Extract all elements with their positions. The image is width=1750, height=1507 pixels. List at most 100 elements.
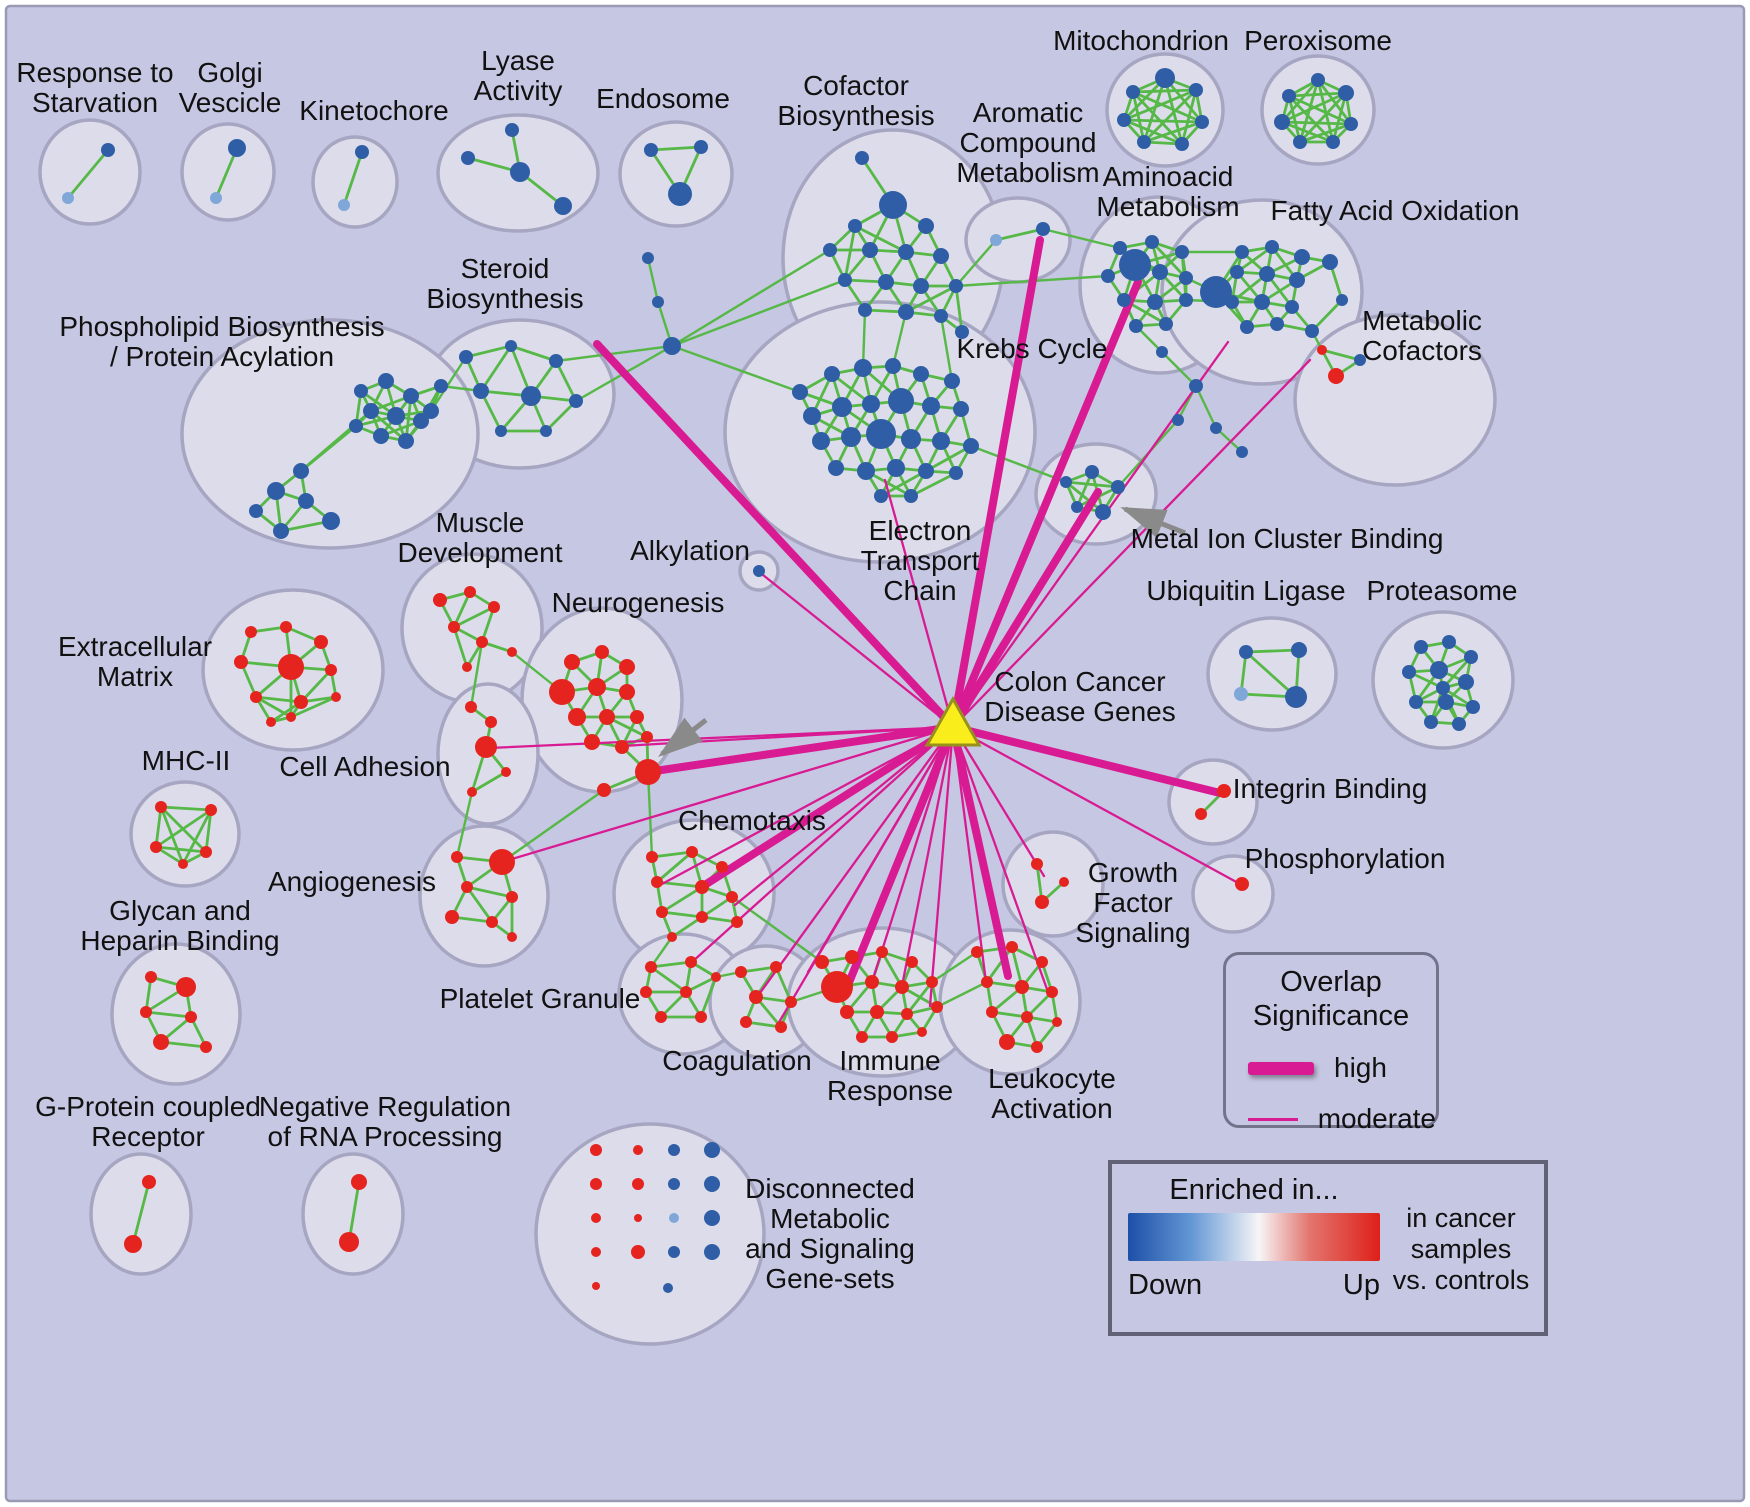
blob-proteasome	[1371, 610, 1515, 750]
cofactor-biosynthesis-node	[838, 273, 852, 287]
electron-transport-chain-node	[913, 366, 929, 382]
inter-cluster-edge	[671, 278, 846, 348]
extracellular-matrix-node	[294, 695, 308, 709]
extracellular-matrix-node	[286, 712, 296, 722]
fatty-acid-oxidation-node	[1200, 276, 1232, 308]
edge-negative-regulation-of-rna-processing	[347, 1181, 361, 1243]
overlap-link-high	[949, 488, 1102, 731]
immune-response-node	[815, 955, 829, 969]
immune-response-node	[870, 1005, 884, 1019]
overlap-link-moderate	[951, 725, 1242, 886]
disconnected-metabolic-and-signaling-gene-sets-node	[592, 1282, 600, 1290]
muscle-development-node	[507, 647, 517, 657]
edge-golgi-vescicle	[214, 147, 239, 199]
disconnected-metabolic-and-signaling-gene-sets-node	[668, 1144, 680, 1156]
peroxisome-node	[1274, 114, 1290, 130]
coagulation-node	[740, 1016, 752, 1028]
angiogenesis-node	[489, 849, 515, 875]
proteasome-node	[1452, 717, 1466, 731]
kinetochore-node	[355, 145, 369, 159]
connector-node	[1189, 379, 1203, 393]
disconnected-metabolic-and-signaling-gene-sets-node	[704, 1142, 720, 1158]
edge-steroid-biosynthesis	[545, 400, 577, 432]
overlap-link-high	[949, 723, 1012, 980]
edge-phospholipid-biosynthesis-protein-acylation	[300, 424, 357, 473]
electron-transport-chain-node	[887, 459, 905, 477]
golgi-vescicle-node	[210, 192, 222, 204]
peroxisome-node	[1326, 135, 1340, 149]
steroid-biosynthesis-node	[549, 354, 563, 368]
overlap-link-moderate	[733, 725, 955, 907]
edge-cofactor-biosynthesis	[854, 224, 907, 254]
electron-transport-chain-node	[901, 429, 921, 449]
metabolic-cofactors-node	[1317, 345, 1327, 355]
muscle-development-node	[476, 636, 488, 648]
disconnected-metabolic-and-signaling-gene-sets-node	[704, 1244, 720, 1260]
edge-kinetochore	[342, 151, 364, 206]
label-neurogenesis: Neurogenesis	[552, 587, 725, 618]
electron-transport-chain-node	[832, 397, 852, 417]
disconnected-metabolic-and-signaling-gene-sets-node	[591, 1213, 601, 1223]
endosome-node	[694, 140, 708, 154]
edge-mitochondrion	[1180, 89, 1198, 145]
edge-mitochondrion	[1131, 91, 1146, 143]
neurogenesis-node	[641, 731, 653, 743]
phospholipid-biosynthesis-protein-acylation-node	[322, 512, 340, 530]
immune-response-node	[876, 946, 888, 958]
electron-transport-chain-node	[874, 489, 888, 503]
steroid-biosynthesis-node	[495, 425, 507, 437]
peroxisome-node	[1293, 135, 1307, 149]
extracellular-matrix-node	[280, 621, 292, 633]
inter-cluster-edge	[501, 789, 605, 863]
neurogenesis-node	[568, 708, 586, 726]
aminoacid-metabolism-node	[1145, 235, 1159, 249]
immune-response-node	[840, 1005, 854, 1019]
neurogenesis-node	[619, 684, 635, 700]
proteasome-node	[1436, 681, 1450, 695]
phospholipid-biosynthesis-protein-acylation-node	[378, 373, 394, 389]
platelet-granule-node	[645, 961, 657, 973]
edge-leukocyte-activation	[985, 946, 1014, 983]
electron-transport-chain-node	[854, 359, 872, 377]
edge-g-protein-coupled-receptor	[131, 1181, 151, 1245]
overlap-link-moderate	[951, 725, 1050, 994]
blob-muscle-development	[400, 552, 544, 704]
aminoacid-metabolism-node	[1179, 271, 1193, 285]
connector-node	[663, 337, 681, 355]
cell-adhesion-node	[467, 787, 477, 797]
electron-transport-chain-node	[866, 419, 896, 449]
proteasome-node	[1458, 674, 1474, 690]
edge-response-to-starvation	[66, 149, 110, 199]
extracellular-matrix-node	[331, 692, 341, 702]
disconnected-metabolic-and-signaling-gene-sets-node	[668, 1246, 680, 1258]
fatty-acid-oxidation-node	[1225, 295, 1239, 309]
steroid-biosynthesis-node	[459, 350, 473, 364]
edge-mhc-ii	[154, 806, 163, 848]
golgi-vescicle-node	[228, 139, 246, 157]
electron-transport-chain-node	[862, 395, 880, 413]
edge-chemotaxis	[651, 850, 693, 859]
legend-overlap-title-line1: Overlap	[1280, 966, 1382, 998]
electron-transport-chain-node	[953, 401, 969, 417]
edge-peroxisome	[1287, 95, 1302, 143]
inter-cluster-edge	[429, 356, 468, 412]
edge-fatty-acid-oxidation	[1310, 299, 1344, 332]
moderate-significance-label: moderate	[1317, 1103, 1436, 1134]
overlap-link-moderate	[883, 478, 955, 729]
label-krebs-cycle: Krebs Cycle	[957, 333, 1108, 364]
extracellular-matrix-node	[278, 654, 304, 680]
ubiquitin-ligase-node	[1234, 687, 1248, 701]
edge-extracellular-matrix	[299, 669, 333, 703]
electron-transport-chain-node	[885, 358, 901, 374]
edge-mitochondrion	[1132, 90, 1203, 124]
blob-aromatic-compound-metabolism	[964, 196, 1072, 284]
angiogenesis-node	[445, 910, 459, 924]
label-integrin-binding: Integrin Binding	[1233, 773, 1428, 804]
mitochondrion-node	[1126, 85, 1140, 99]
edge-electron-transport-chain	[925, 444, 972, 473]
